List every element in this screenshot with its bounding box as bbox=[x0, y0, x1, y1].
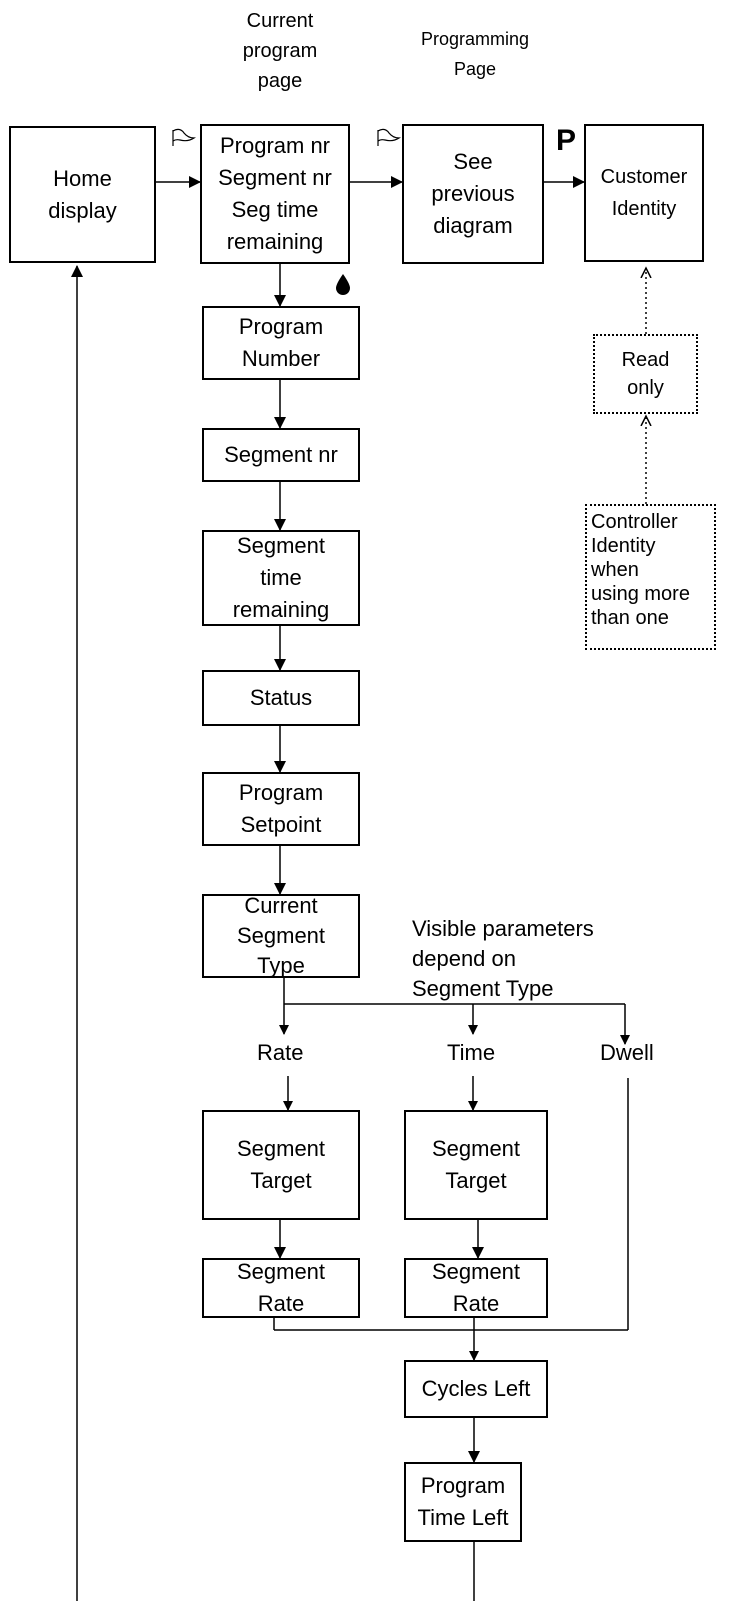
program-key-icon: P bbox=[556, 124, 577, 157]
current-program-box: Program nr Segment nr Seg time remaining bbox=[200, 124, 350, 264]
heading-programming-page: Programming Page bbox=[420, 29, 530, 79]
time-segment-rate-box: Segment Rate bbox=[404, 1258, 548, 1318]
cycles-left-box: Cycles Left bbox=[404, 1360, 548, 1418]
heading-current-program-page: Current program page bbox=[242, 10, 318, 92]
see-previous-diagram-box: See previous diagram bbox=[402, 124, 544, 264]
rate-segment-rate-box: Segment Rate bbox=[202, 1258, 360, 1318]
rate-label: Rate bbox=[257, 1040, 304, 1065]
program-setpoint-box: Program Setpoint bbox=[202, 772, 360, 846]
flag-icon bbox=[377, 128, 401, 146]
flag-icon bbox=[172, 128, 196, 146]
controller-identity-box: Controller Identity when using more than… bbox=[585, 504, 716, 650]
time-segment-target-box: Segment Target bbox=[404, 1110, 548, 1220]
dwell-label: Dwell bbox=[600, 1040, 654, 1065]
program-time-left-box: Program Time Left bbox=[404, 1462, 522, 1542]
time-label: Time bbox=[447, 1040, 496, 1065]
rate-segment-target-box: Segment Target bbox=[202, 1110, 360, 1220]
home-display-box: Home display bbox=[9, 126, 156, 263]
drop-icon bbox=[336, 274, 350, 295]
segment-nr-box: Segment nr bbox=[202, 428, 360, 482]
visible-parameters-note: Visible parameters depend on Segment Typ… bbox=[412, 916, 594, 1001]
program-number-box: Program Number bbox=[202, 306, 360, 380]
status-box: Status bbox=[202, 670, 360, 726]
current-segment-type-box: Current Segment Type bbox=[202, 893, 360, 978]
segment-time-remaining-box: Segment time remaining bbox=[202, 530, 360, 626]
read-only-box: Read only bbox=[593, 334, 698, 414]
customer-identity-box: Customer Identity bbox=[584, 124, 704, 262]
